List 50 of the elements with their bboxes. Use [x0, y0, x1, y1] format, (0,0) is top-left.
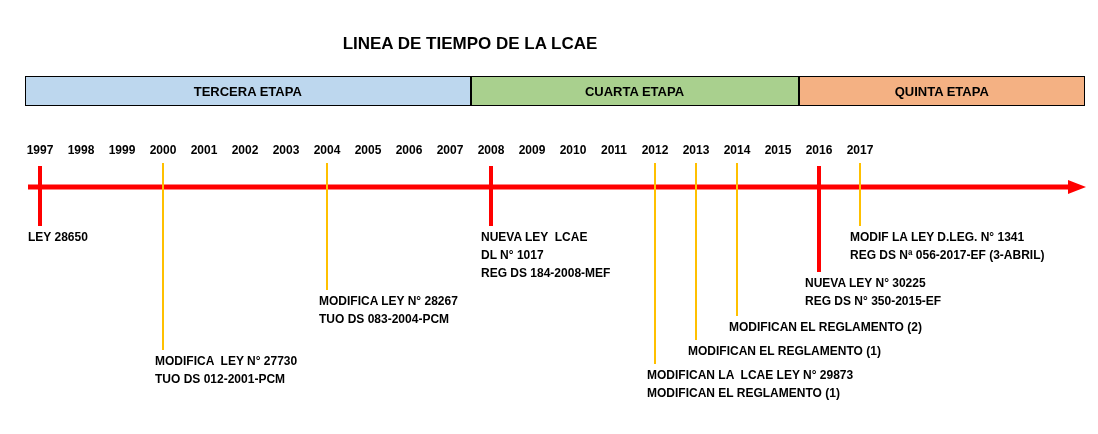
year-label: 2007	[436, 143, 464, 157]
year-label: 2002	[231, 143, 259, 157]
event-text: NUEVA LEY LCAE	[481, 229, 589, 246]
year-label: 2017	[846, 143, 874, 157]
leader-line	[695, 162, 697, 341]
leader-line	[817, 166, 821, 272]
stage-band: TERCERA ETAPA	[25, 76, 471, 106]
diagram-title: LINEA DE TIEMPO DE LA LCAE	[341, 34, 599, 54]
year-label: 2005	[354, 143, 382, 157]
event-text: MODIFICA LEY N° 28267	[319, 293, 458, 310]
leader-line	[489, 166, 493, 226]
year-label: 2013	[682, 143, 710, 157]
year-label: 1999	[108, 143, 136, 157]
event-text: MODIFICAN EL REGLAMENTO (2)	[729, 318, 922, 336]
year-label: 2004	[313, 143, 341, 157]
year-label: 2008	[477, 143, 505, 157]
leader-line	[859, 162, 861, 227]
event-text: MODIFICAN LA LCAE LEY N° 29873	[647, 367, 854, 384]
event-text: MODIFICAN EL REGLAMENTO (1)	[688, 342, 881, 360]
year-label: 2014	[723, 143, 751, 157]
event-text: TUO DS 083-2004-PCM	[319, 311, 451, 328]
event-text: REG DS 184-2008-MEF	[481, 265, 611, 282]
leader-line	[654, 162, 656, 365]
event-text: REG DS Nª 056-2017-EF (3-ABRIL)	[850, 247, 1045, 264]
year-label: 2015	[764, 143, 792, 157]
year-label: 2011	[601, 143, 627, 157]
event-text: TUO DS 012-2001-PCM	[155, 371, 287, 388]
event-text: MODIF LA LEY D.LEG. N° 1341	[850, 229, 1026, 246]
event-text: LEY 28650	[28, 228, 88, 246]
leader-line	[736, 162, 738, 317]
leader-line	[326, 162, 328, 291]
event-text: MODIFICAN EL REGLAMENTO (1)	[647, 385, 841, 402]
year-label: 2001	[190, 143, 218, 157]
year-label: 2006	[395, 143, 423, 157]
leader-line	[38, 166, 42, 226]
year-label: 1997	[26, 143, 54, 157]
year-label: 2016	[805, 143, 833, 157]
year-label: 2009	[518, 143, 546, 157]
event-text: REG DS N° 350-2015-EF	[805, 293, 942, 310]
year-label: 1998	[67, 143, 95, 157]
event-text: MODIFICA LEY N° 27730	[155, 353, 298, 370]
stage-band: QUINTA ETAPA	[798, 76, 1085, 106]
year-label: 2000	[149, 143, 177, 157]
stage-band: CUARTA ETAPA	[470, 76, 799, 106]
year-label: 2003	[272, 143, 300, 157]
year-label: 2010	[559, 143, 587, 157]
year-label: 2012	[641, 143, 669, 157]
event-text: NUEVA LEY N° 30225	[805, 275, 927, 292]
event-text: DL N° 1017	[481, 247, 545, 264]
leader-line	[162, 162, 164, 351]
